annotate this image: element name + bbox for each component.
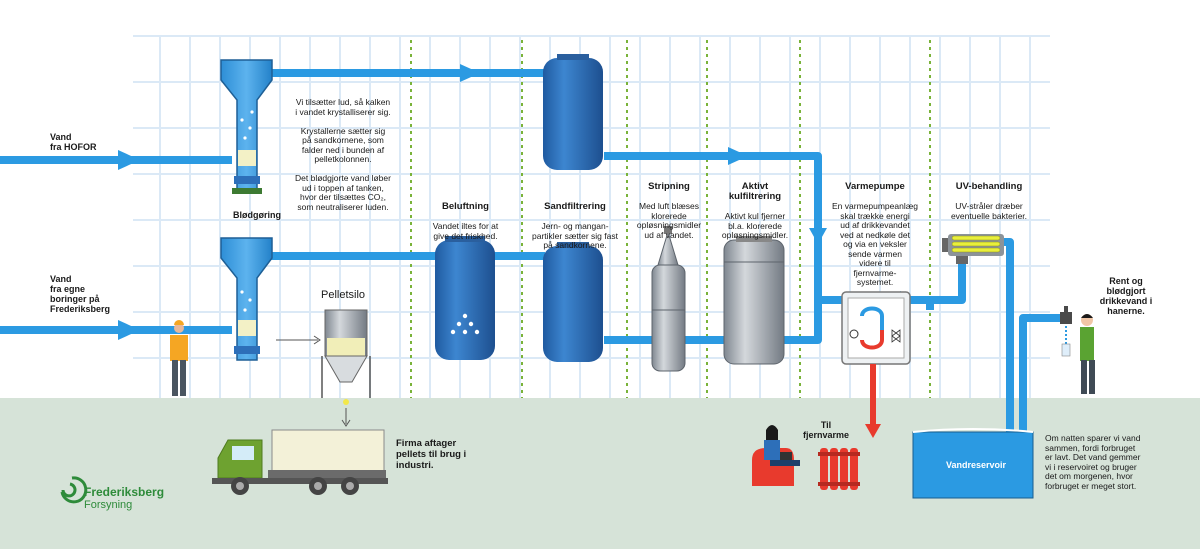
uv-label: UV-behandling UV-stråler dræber eventuel… (934, 172, 1044, 231)
stripping-title: Stripning (648, 181, 690, 192)
stripping-label: Stripning Med luft blæses klorerede oplø… (630, 172, 708, 250)
heatpump-label: Varmepumpe En varmepumpeanlæg skal trækk… (826, 172, 924, 298)
uv-text: UV-stråler dræber eventuelle bakterier. (950, 201, 1028, 221)
aeration-text: Vandet iltes for at give det friskhed. (432, 221, 499, 241)
radiator (818, 448, 860, 490)
district-heating-label: Til fjernvarme (802, 420, 850, 440)
person-in-chair (752, 425, 800, 486)
aeration-tank (435, 236, 495, 360)
sandfilter-tank-bottom (543, 242, 603, 362)
worker-figure (170, 320, 188, 396)
pellet-silo (276, 309, 371, 427)
tap-label: Rent og blødgjort drikkevand i hanerne. (1099, 276, 1153, 316)
stripping-tank (651, 226, 686, 372)
brand-name-line1: Frederiksberg (84, 485, 165, 499)
sandfilter-text: Jern- og mangan- partikler sætter sig fa… (532, 221, 618, 250)
aeration-title: Beluftning (442, 201, 489, 212)
uv-title: UV-behandling (955, 181, 1023, 192)
source-boringer-label: Vand fra egne boringer på Frederiksberg (50, 274, 111, 314)
truck (212, 429, 388, 495)
brand-name-line2: Forsyning (84, 499, 133, 511)
brand-logo (60, 476, 88, 504)
water-reservoir (912, 428, 1034, 499)
tap (1060, 306, 1072, 357)
softening-column-top (220, 59, 273, 194)
carbon-title: Aktivt kulfiltrering (728, 181, 782, 202)
sandfilter-title: Sandfiltrering (544, 201, 606, 212)
source-hofor-label: Vand fra HOFOR (50, 132, 97, 152)
person-at-tap (1080, 314, 1095, 394)
stripping-text: Med luft blæses klorerede opløsningsmidl… (636, 201, 702, 240)
reservoir-title: Vandreservoir (946, 460, 1007, 470)
pellet-silo-title: Pelletsilo (321, 289, 366, 301)
uv-unit (942, 234, 1004, 264)
heatpump-title: Varmepumpe (845, 181, 905, 192)
sandfilter-label: Sandfiltrering Jern- og mangan- partikle… (524, 192, 626, 261)
truck-text: Firma aftager pellets til brug i industr… (396, 438, 467, 471)
sandfilter-tank-top (543, 54, 603, 170)
heat-pump-unit (841, 291, 911, 438)
softening-title: Blødgøring (233, 210, 281, 220)
carbon-filter-tank (723, 236, 785, 365)
heatpump-text: En varmepumpeanlæg skal trække energi ud… (832, 201, 918, 287)
reservoir-text: Om natten sparer vi vand sammen, fordi f… (1045, 433, 1141, 491)
softening-column-bottom (220, 237, 273, 361)
aeration-label: Beluftning Vandet iltes for at give det … (418, 192, 513, 251)
softening-text: Vi tilsætter lud, så kalken i vandet kry… (295, 97, 391, 212)
carbon-label: Aktivt kulfiltrering Aktivt kul fjerner … (710, 172, 800, 251)
carbon-text: Aktivt kul fjerner bl.a. klorerede opløs… (721, 211, 789, 240)
